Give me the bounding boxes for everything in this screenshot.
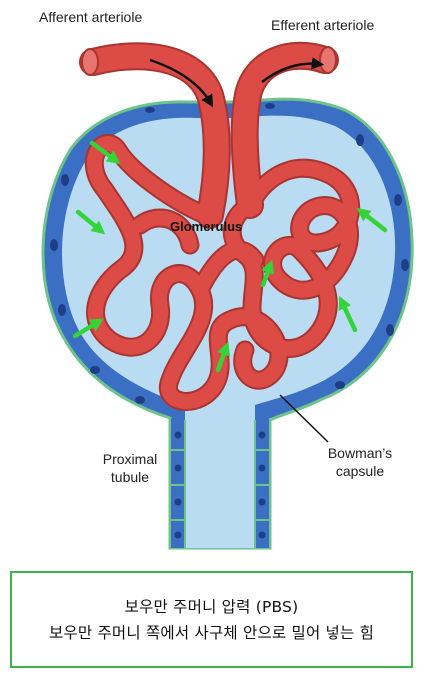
efferent-arteriole-label: Efferent arteriole (271, 17, 375, 33)
afferent-arteriole-label: Afferent arteriole (39, 9, 143, 25)
proximal-tubule-label: Proximal tubule (95, 450, 165, 486)
bowmans-capsule-label: Bowman’s capsule (320, 444, 400, 480)
caption-description: 보우만 주머니 쪽에서 사구체 안으로 밀어 넣는 힘 (48, 623, 375, 642)
bowmans-capsule-pointer (279, 394, 329, 443)
proximal-tubule-line1: Proximal (102, 451, 158, 467)
bowmans-capsule-line2: capsule (335, 463, 385, 479)
caption-title: 보우만 주머니 압력 (PBS) (124, 597, 299, 616)
pressure-arrows (72, 140, 388, 373)
efferent-flow-arrow (261, 57, 325, 83)
glomerulus-diagram (41, 41, 414, 550)
bowmans-capsule-line1: Bowman’s (327, 445, 393, 461)
afferent-flow-arrow (149, 58, 214, 108)
proximal-tubule-line2: tubule (110, 469, 150, 485)
glomerulus-label: Glomerulus (170, 219, 243, 234)
caption-box: 보우만 주머니 압력 (PBS) 보우만 주머니 쪽에서 사구체 안으로 밀어 … (10, 571, 413, 668)
proximal-tubule (169, 418, 271, 548)
